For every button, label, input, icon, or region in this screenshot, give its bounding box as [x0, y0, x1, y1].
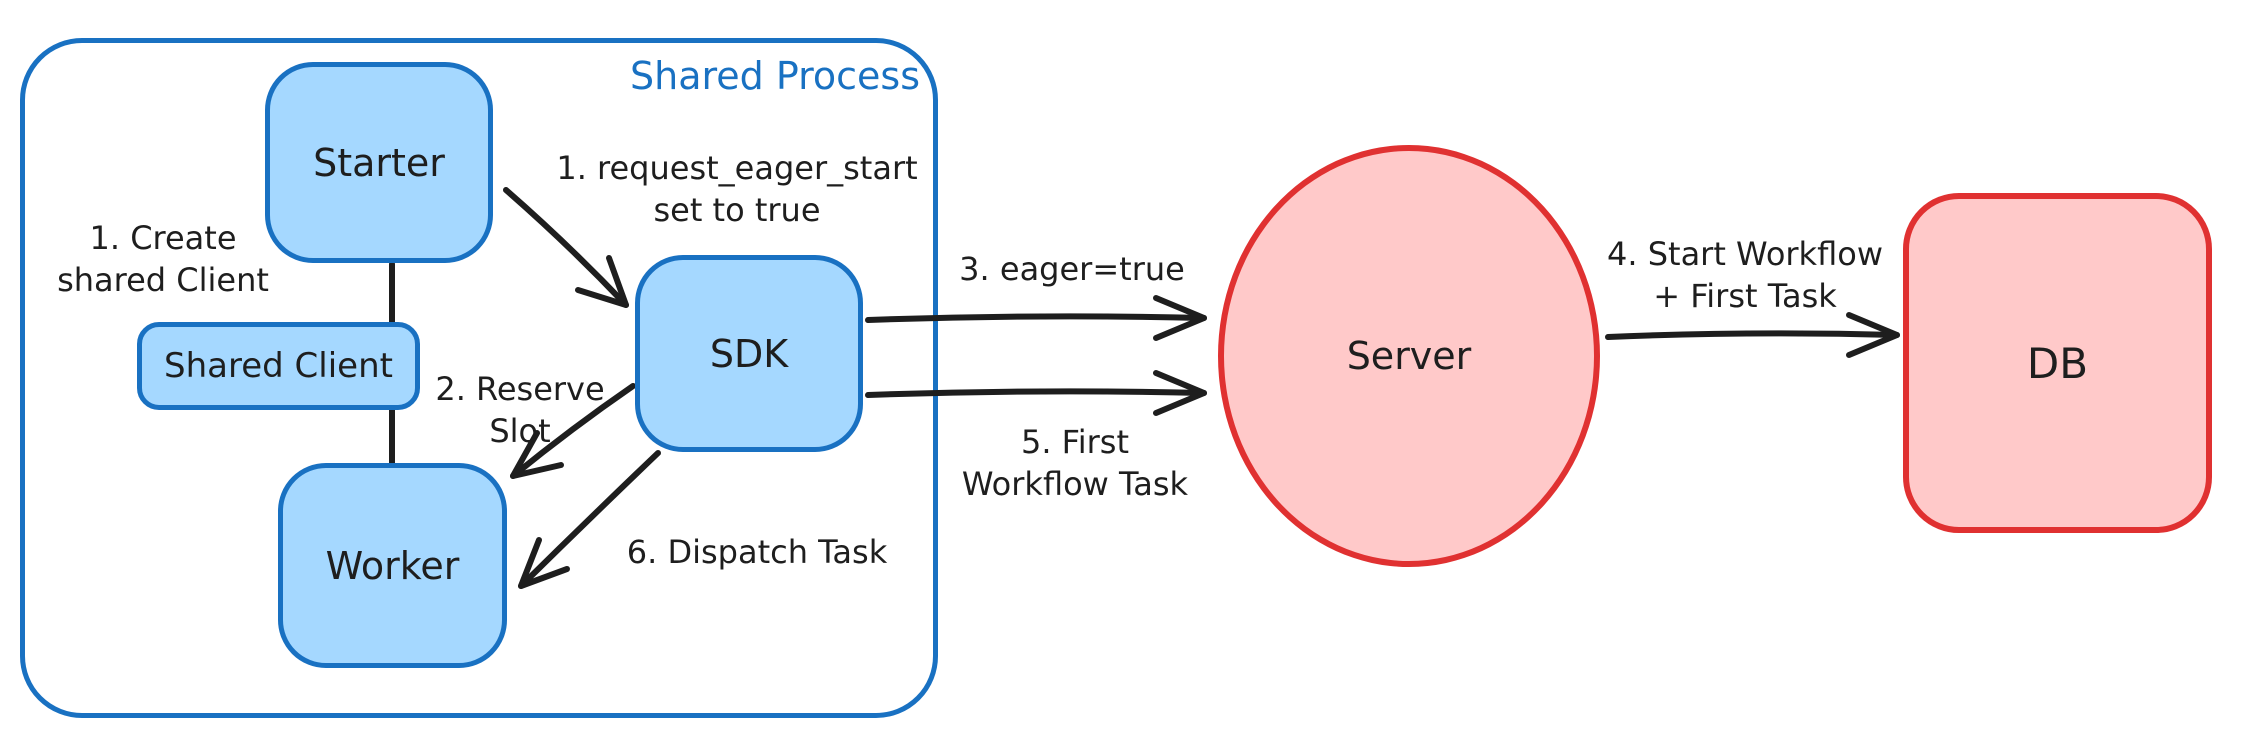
node-sdk: SDK: [635, 255, 863, 452]
arrow-eager-true: [865, 295, 1207, 341]
node-shared-client: Shared Client: [137, 322, 420, 410]
annotation-reserve-slot: 2. Reserve Slot: [435, 370, 605, 450]
node-starter-label: Starter: [313, 140, 445, 185]
node-server: Server: [1218, 145, 1600, 567]
node-starter: Starter: [265, 62, 493, 263]
annotation-create-shared-client: 1. Create shared Client: [57, 219, 269, 299]
annotation-first-workflow-task: 5. First Workflow Task: [961, 423, 1189, 503]
node-server-label: Server: [1346, 334, 1472, 378]
node-worker: Worker: [278, 463, 507, 668]
arrow-start-workflow: [1605, 312, 1900, 358]
arrow-first-workflow-task: [865, 370, 1207, 416]
node-worker-label: Worker: [325, 543, 460, 588]
node-sdk-label: SDK: [709, 331, 789, 376]
arrow-dispatch-task: [518, 450, 661, 589]
annotation-start-workflow: 4. Start Workflow + First Task: [1607, 235, 1883, 315]
node-shared-client-label: Shared Client: [164, 346, 393, 386]
annotation-dispatch-task: 6. Dispatch Task: [626, 533, 888, 571]
annotation-eager-true: 3. eager=true: [959, 250, 1185, 288]
annotation-request-eager-start: 1. request_eager_start set to true: [556, 149, 918, 229]
arrow-starter-to-sdk: [503, 187, 629, 308]
shared-process-label: Shared Process: [630, 54, 921, 98]
node-db-label: DB: [2026, 338, 2089, 388]
node-db: DB: [1903, 193, 2212, 533]
arrow-reserve-slot: [510, 383, 636, 479]
shared-process-container: [20, 38, 938, 718]
